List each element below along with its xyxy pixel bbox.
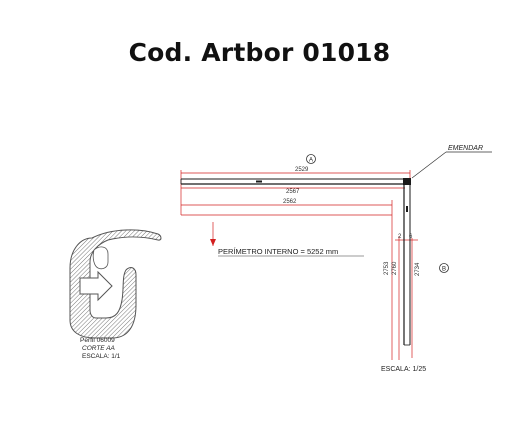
profile-inner-slot <box>92 246 109 270</box>
dim-small-2: 6 <box>409 234 413 240</box>
main-scale: ESCALA: 1/25 <box>381 366 426 373</box>
dim-vertical-3: 2734 <box>415 262 421 276</box>
emendar-leader <box>411 151 447 179</box>
section-marker-a <box>306 154 316 164</box>
profile-section: Perfil 06009 CORTE AA ESCALA: 1/1 <box>69 229 162 360</box>
dim-bot: 2562 <box>283 199 297 205</box>
dim-mid: 2567 <box>286 189 300 195</box>
profile-arrow-shape <box>79 270 113 302</box>
dim-top: 2529 <box>295 167 309 173</box>
section-marker-b <box>439 263 449 273</box>
profile-scale: ESCALA: 1/1 <box>82 353 121 360</box>
drawing-title: Cod. Artbor 01018 <box>128 38 391 67</box>
red-dimension-lines <box>180 170 418 360</box>
perimeter-arrow <box>210 239 216 246</box>
dim-vertical-1: 2753 <box>384 261 390 275</box>
dim-small-1: 2 <box>398 234 402 240</box>
section-label-a: A <box>309 158 313 164</box>
emendar-label: EMENDAR <box>448 145 483 152</box>
profile-cut: CORTE AA <box>82 345 115 352</box>
section-label-b: B <box>442 267 446 273</box>
dim-vertical-2: 2760 <box>392 261 398 275</box>
profile-name: Perfil 06009 <box>80 337 115 344</box>
frame-profile <box>180 178 411 346</box>
frame-elevation: A 2529 2567 2562 2753 2760 2734 2 6 <box>180 145 492 373</box>
perimeter-label: PERÍMETRO INTERNO = 5252 mm <box>218 247 338 256</box>
corner-joint <box>403 178 411 185</box>
